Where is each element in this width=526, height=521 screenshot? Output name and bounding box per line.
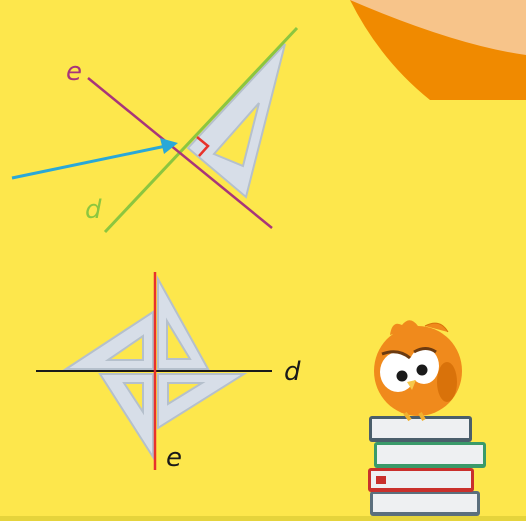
page-curl — [350, 0, 526, 100]
label-d-bottom: d — [284, 357, 301, 387]
book-stack — [368, 416, 486, 516]
bottom-figure: d e — [36, 272, 301, 473]
label-d-top: d — [85, 195, 102, 225]
arrow-line — [11, 144, 167, 180]
owl-mascot — [374, 320, 462, 422]
set-square-top — [186, 43, 286, 199]
arrow-head — [160, 138, 178, 154]
line-d-top — [103, 26, 299, 234]
bottom-border — [0, 516, 526, 521]
label-e-top: e — [66, 57, 82, 87]
line-e-top — [87, 77, 273, 229]
label-e-bottom: e — [166, 443, 182, 473]
set-squares-bottom — [62, 275, 248, 461]
right-angle-marker — [196, 136, 210, 157]
top-figure: e d — [11, 26, 299, 234]
